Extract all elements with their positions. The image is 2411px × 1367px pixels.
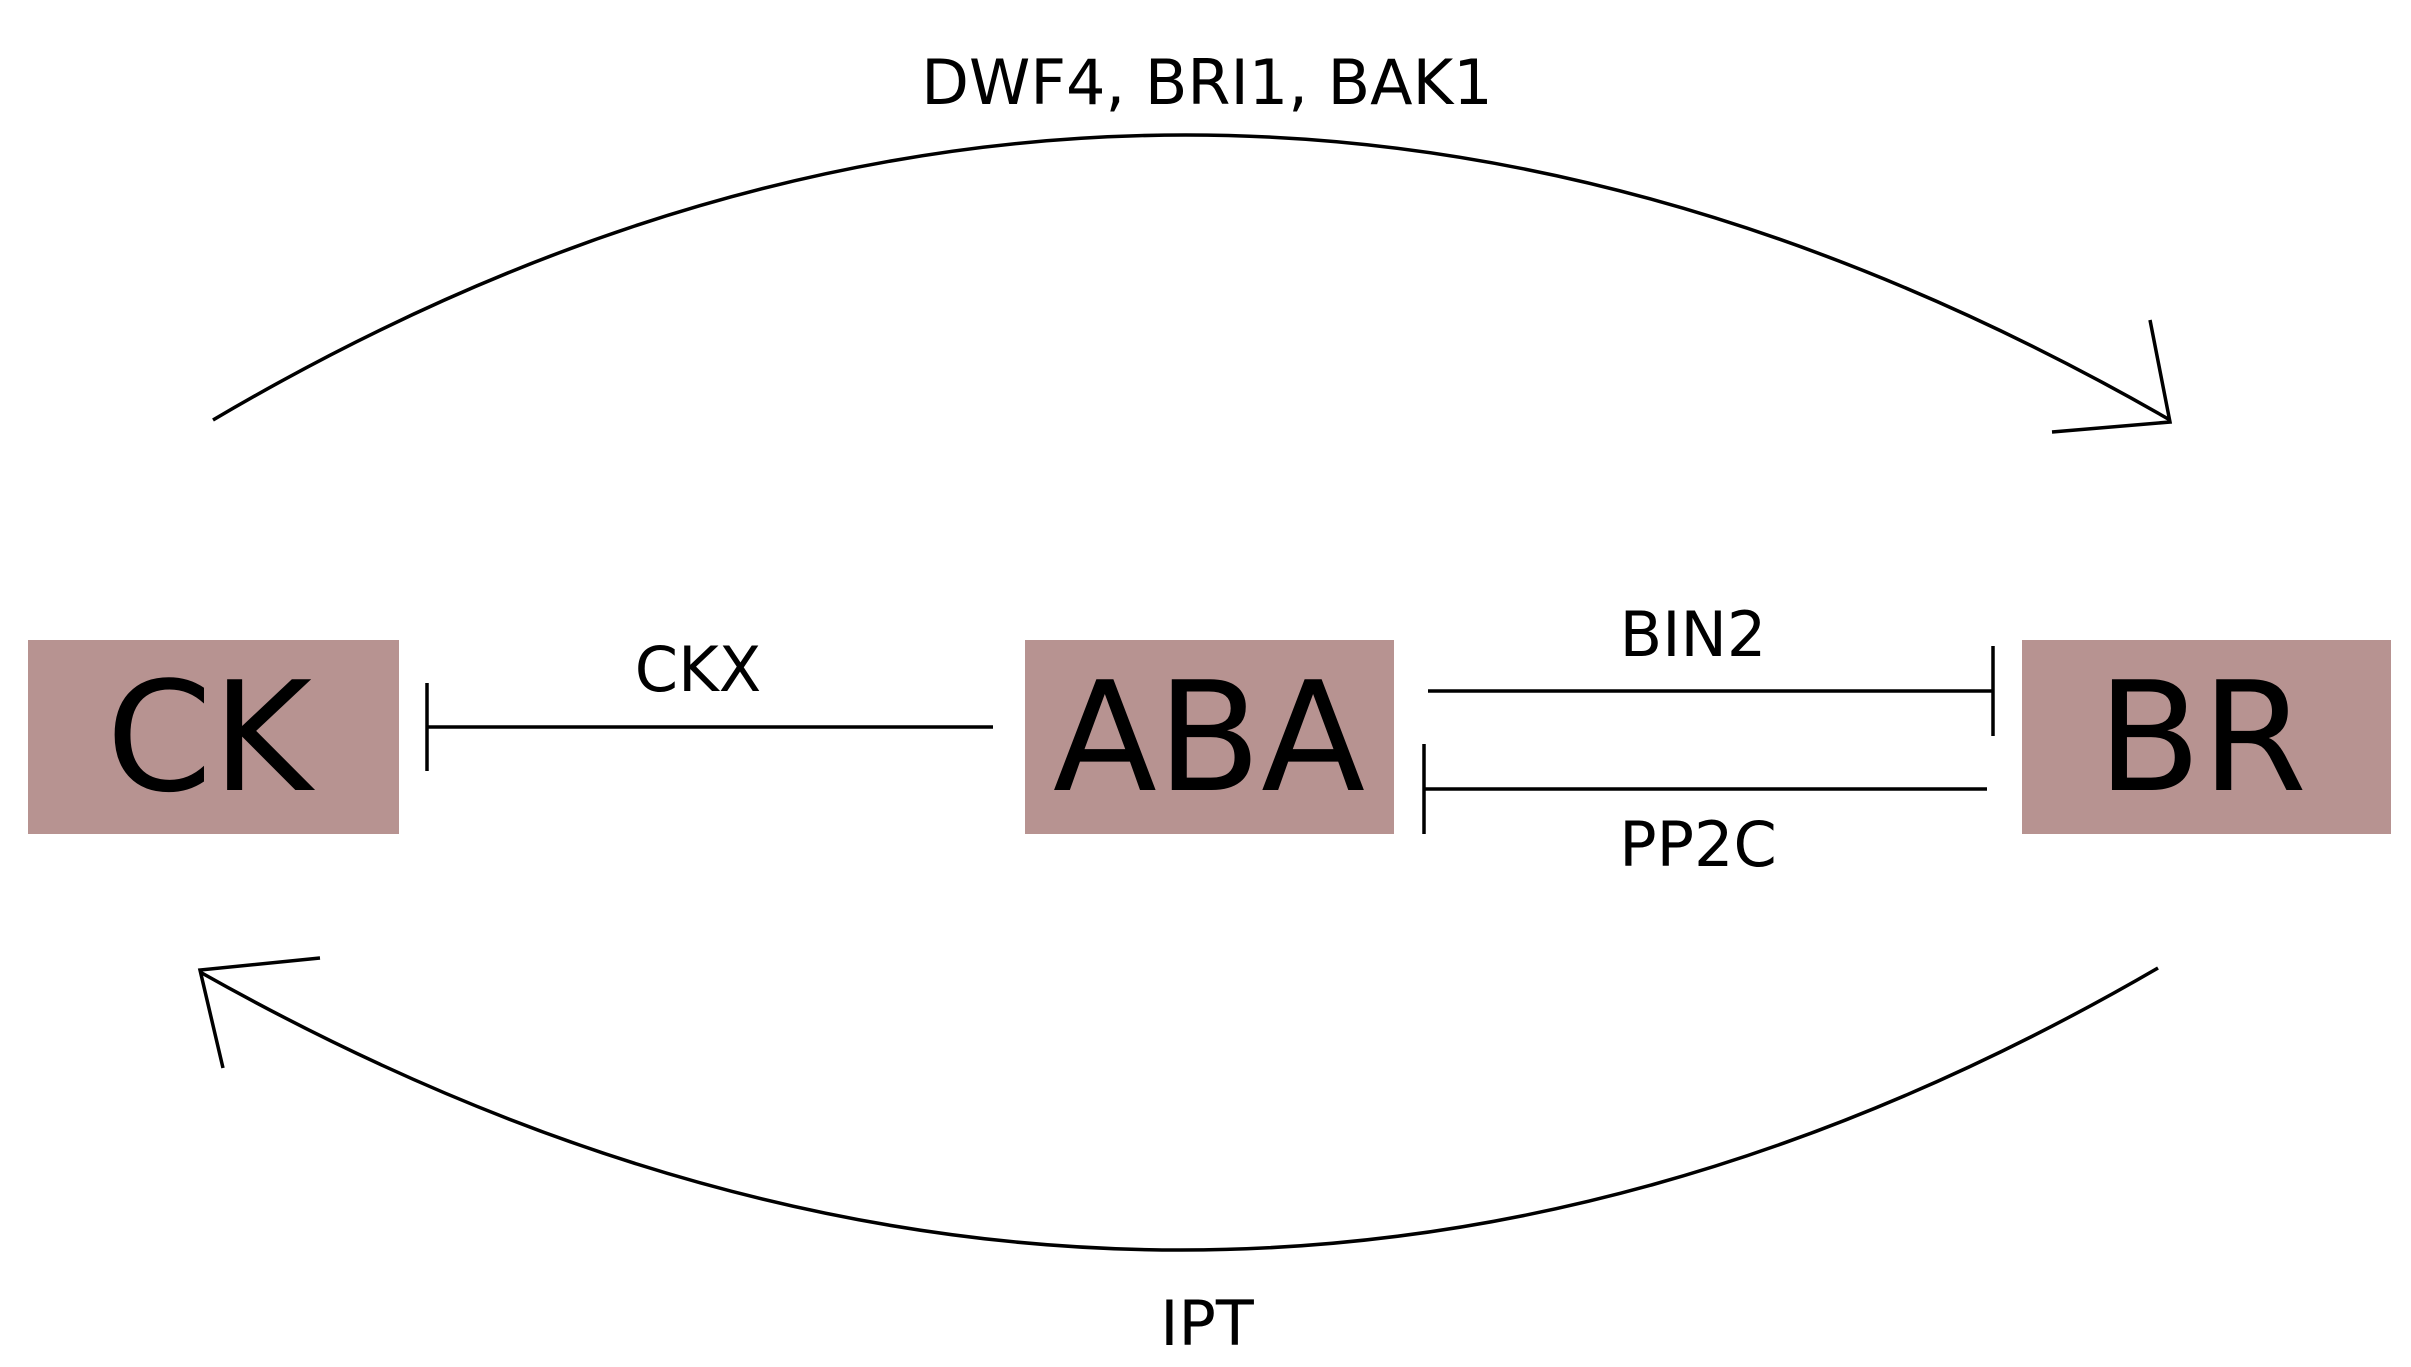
- edge-br-to-ck: IPT: [197, 956, 2159, 1360]
- ck-to-br-label: DWF4, BRI1, BAK1: [921, 46, 1492, 119]
- edge-aba-inhibits-br: BIN2: [1428, 598, 1995, 736]
- br-to-ck-arc: [199, 966, 2159, 1252]
- ck-to-br-arrowhead: [2051, 319, 2173, 434]
- br-box: [2022, 640, 2391, 834]
- edge-br-inhibits-aba: PP2C: [1422, 744, 1987, 881]
- br-to-ck-label: IPT: [1160, 1287, 1255, 1360]
- br-to-aba-label: PP2C: [1619, 808, 1777, 881]
- node-br: BR: [2022, 640, 2391, 834]
- edge-aba-inhibits-ck: CKX: [425, 633, 993, 771]
- ck-to-br-arc: [212, 133, 2171, 422]
- aba-label: ABA: [1053, 649, 1365, 826]
- aba-box: [1025, 640, 1394, 834]
- ck-box: [28, 640, 399, 834]
- aba-to-ck-label: CKX: [635, 633, 761, 706]
- edge-ck-to-br: DWF4, BRI1, BAK1: [212, 46, 2173, 434]
- node-aba: ABA: [1025, 640, 1394, 834]
- ck-label: CK: [106, 649, 315, 826]
- aba-to-br-label: BIN2: [1620, 598, 1767, 671]
- node-ck: CK: [28, 640, 399, 834]
- br-to-ck-arrowhead: [197, 956, 321, 1069]
- br-label: BR: [2097, 649, 2307, 826]
